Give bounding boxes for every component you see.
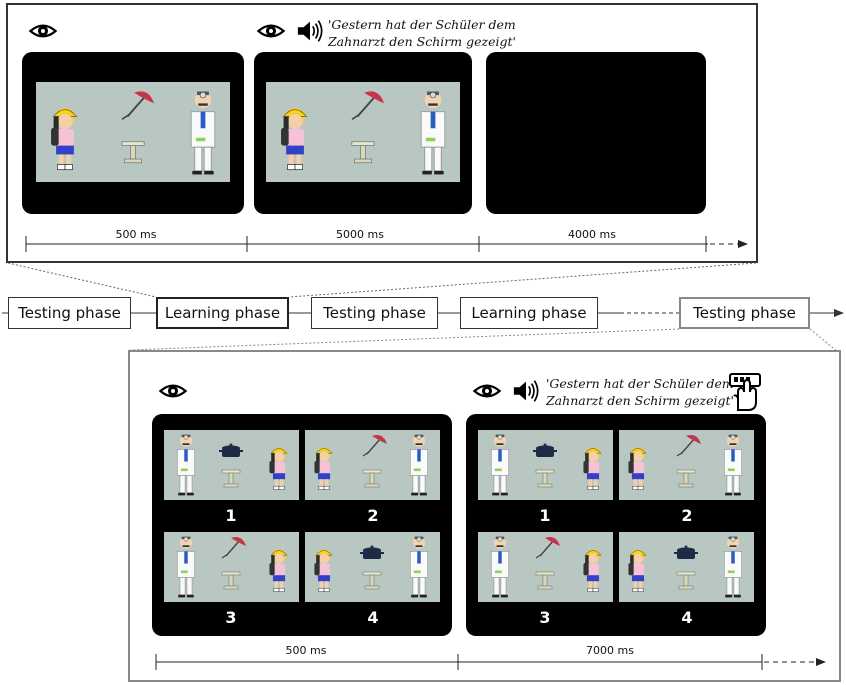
option-number: 1 — [225, 506, 237, 525]
table-object — [671, 556, 701, 590]
dentist-figure — [172, 432, 200, 498]
option-number: 3 — [225, 608, 237, 627]
blank-screen — [486, 52, 706, 214]
option-number: 4 — [367, 608, 379, 627]
table-object — [357, 454, 387, 488]
duration-label: 7000 ms — [586, 644, 634, 657]
table-object — [671, 454, 701, 488]
option-number: 3 — [539, 608, 551, 627]
scene-option-2[interactable] — [619, 430, 754, 500]
sentence-caption: 'Gestern hat der Schüler dem Zahnarzt de… — [328, 16, 516, 50]
phase-box-learning: Learning phase — [156, 297, 289, 329]
dentist-figure — [719, 432, 747, 498]
duration-label: 500 ms — [285, 644, 327, 657]
dentist-figure — [405, 534, 433, 600]
phase-box-testing: Testing phase — [679, 297, 810, 329]
stimulus-screen — [22, 52, 244, 214]
table-object — [357, 556, 387, 590]
phase-box-testing: Testing phase — [8, 297, 131, 329]
testing-trial-panel — [128, 350, 841, 682]
pupil-figure — [311, 442, 337, 494]
pupil-figure — [266, 442, 292, 494]
dentist-figure — [486, 432, 514, 498]
dentist-figure — [405, 432, 433, 498]
option-number: 1 — [539, 506, 551, 525]
eye-icon — [472, 382, 502, 400]
phase-box-testing: Testing phase — [311, 297, 438, 329]
pupil-figure — [625, 544, 651, 596]
duration-label: 4000 ms — [568, 228, 616, 241]
table-object — [530, 556, 560, 590]
pupil-figure — [311, 544, 337, 596]
scene-image — [36, 82, 230, 182]
scene-option-4[interactable] — [619, 532, 754, 602]
timeline — [155, 654, 826, 670]
caption-line: 'Gestern hat der Schüler dem — [328, 17, 516, 32]
pupil-figure — [266, 544, 292, 596]
pupil-figure — [580, 544, 606, 596]
scene-option-1 — [164, 430, 299, 500]
test-screen: 1 2 3 4 — [466, 414, 766, 636]
dentist-figure — [486, 534, 514, 600]
sentence-caption: 'Gestern hat der Schüler dem Zahnarzt de… — [546, 375, 734, 409]
table-object — [530, 454, 560, 488]
eye-icon — [158, 382, 188, 400]
timeline — [25, 236, 748, 252]
scene-option-3 — [164, 532, 299, 602]
caption-line: 'Gestern hat der Schüler dem — [546, 376, 734, 391]
dentist-figure — [172, 534, 200, 600]
scene-image — [266, 82, 460, 182]
stimulus-screen — [254, 52, 472, 214]
test-screen: 1 2 3 4 — [152, 414, 452, 636]
option-number: 4 — [681, 608, 693, 627]
scene-option-2 — [305, 430, 440, 500]
option-number: 2 — [367, 506, 379, 525]
speaker-icon — [512, 378, 540, 404]
scene-option-4 — [305, 532, 440, 602]
pupil-figure — [580, 442, 606, 494]
caption-line: Zahnarzt den Schirm gezeigt' — [328, 34, 516, 49]
scene-option-1[interactable] — [478, 430, 613, 500]
hand-touch-icon — [728, 372, 764, 412]
scene-option-3[interactable] — [478, 532, 613, 602]
pupil-figure — [625, 442, 651, 494]
table-object — [216, 454, 246, 488]
option-number: 2 — [681, 506, 693, 525]
learning-trial-panel — [6, 3, 758, 263]
phase-box-learning: Learning phase — [460, 297, 598, 329]
duration-label: 500 ms — [115, 228, 157, 241]
table-object — [216, 556, 246, 590]
duration-label: 5000 ms — [336, 228, 384, 241]
dentist-figure — [719, 534, 747, 600]
caption-line: Zahnarzt den Schirm gezeigt' — [546, 393, 734, 408]
